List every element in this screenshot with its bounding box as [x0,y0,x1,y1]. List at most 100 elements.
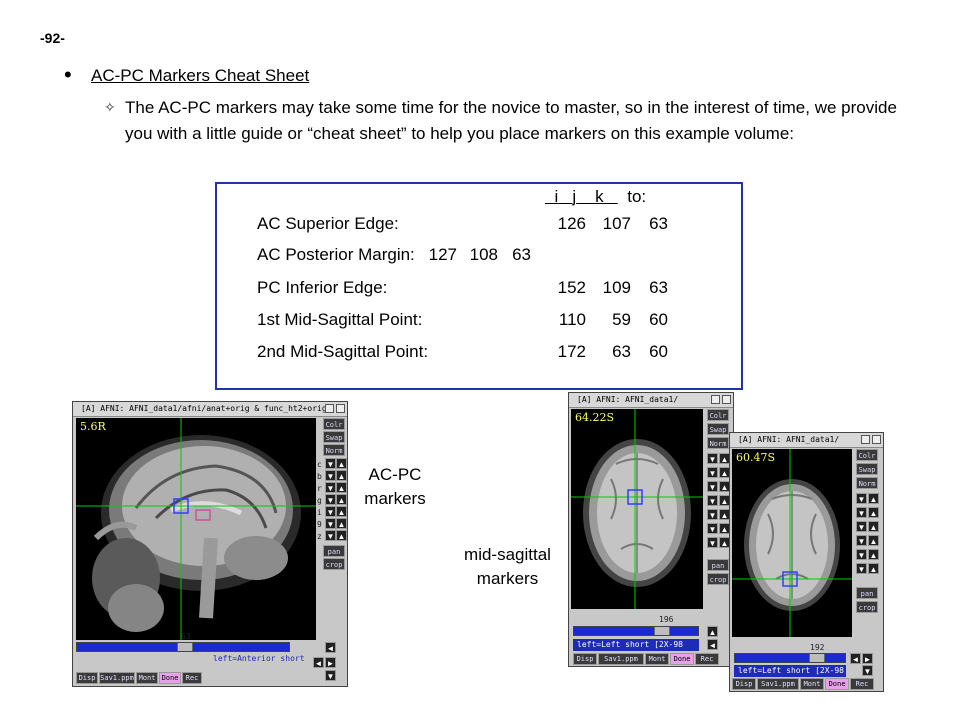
arrow-up-icon[interactable]: ▲ [336,458,347,469]
close-icon[interactable] [872,435,881,444]
arrow-up-icon[interactable]: ▲ [868,563,879,574]
marker-label: 2nd Mid-Sagittal Point: [257,342,429,361]
arrow-down-icon[interactable]: ▼ [325,470,336,481]
close-icon[interactable] [336,404,345,413]
sagittal-image-viewer[interactable]: 5.6R [76,418,316,640]
arrow-up-icon[interactable]: ▲ [868,521,879,532]
arrow-down-icon[interactable]: ▼ [325,506,336,517]
close-icon[interactable] [722,395,731,404]
slider-thumb[interactable] [809,654,825,662]
crop-button[interactable]: crop [323,558,345,570]
arrow-down-icon[interactable]: ▼ [325,494,336,505]
crop-button[interactable]: crop [707,573,729,585]
rec-button[interactable]: Rec [182,672,202,684]
axial-image-viewer-1[interactable]: 64.22S [571,409,703,609]
arrow-down-icon[interactable]: ▼ [325,518,336,529]
arrow-down-icon[interactable]: ▼ [707,467,718,478]
crop-button[interactable]: crop [856,601,878,613]
arrow-right-icon[interactable]: ► [325,657,336,668]
axial-brain-image-2 [732,449,852,637]
arrow-down-icon[interactable]: ▼ [707,537,718,548]
colr-button[interactable]: Colr [856,449,878,461]
pan-button[interactable]: pan [707,559,729,571]
arrow-up-icon[interactable]: ▲ [336,518,347,529]
norm-button[interactable]: Norm [707,437,729,449]
instruction-paragraph: The AC-PC markers may take some time for… [125,98,897,143]
pan-button[interactable]: pan [856,587,878,599]
arrow-down-icon[interactable]: ▼ [325,530,336,541]
arrow-down-icon[interactable]: ▼ [707,509,718,520]
swap-button[interactable]: Swap [323,431,345,443]
arrow-down-icon[interactable]: ▼ [856,507,867,518]
minimize-icon[interactable] [325,404,334,413]
slice-slider[interactable] [573,626,699,636]
mont-button[interactable]: Mont [800,678,824,690]
mont-button[interactable]: Mont [136,672,158,684]
marker-i: 110 [558,310,586,329]
marker-k: 63 [649,214,668,233]
colr-button[interactable]: Colr [707,409,729,421]
coordinate-readout: 5.6R [80,420,106,433]
arrow-right-icon[interactable]: ► [862,653,873,664]
arrow-down-icon[interactable]: ▼ [325,482,336,493]
disp-button[interactable]: Disp [573,653,597,665]
arrow-up-icon[interactable]: ▲ [868,549,879,560]
arrow-down-icon[interactable]: ▼ [856,493,867,504]
arrow-down-icon[interactable]: ▼ [707,495,718,506]
arrow-down-icon[interactable]: ▼ [856,535,867,546]
col-j: j [572,187,577,206]
marker-i: 127 [428,245,457,264]
arrow-up-icon[interactable]: ▲ [336,482,347,493]
disp-button[interactable]: Disp [732,678,756,690]
marker-j: 59 [612,310,631,329]
arrow-up-icon[interactable]: ▲ [868,535,879,546]
slice-slider[interactable] [734,653,846,663]
arrow-down-icon[interactable]: ▼ [325,670,336,681]
slider-thumb[interactable] [177,643,193,651]
save-button[interactable]: Sav1.ppm [598,653,644,665]
bullet-icon: • [64,62,72,87]
arrow-down-icon[interactable]: ▼ [325,458,336,469]
arrow-up-icon[interactable]: ▲ [868,507,879,518]
swap-button[interactable]: Swap [707,423,729,435]
arrow-down-icon[interactable]: ▼ [707,453,718,464]
disp-button[interactable]: Disp [76,672,98,684]
done-button[interactable]: Done [159,672,181,684]
arrow-up-icon[interactable]: ▲ [336,494,347,505]
arrow-down-icon[interactable]: ▼ [862,665,873,676]
rec-button[interactable]: Rec [850,678,874,690]
rec-button[interactable]: Rec [695,653,719,665]
pan-button[interactable]: pan [323,545,345,557]
arrow-up-icon[interactable]: ▲ [707,626,718,637]
minimize-icon[interactable] [711,395,720,404]
arrow-left-icon[interactable]: ◄ [850,653,861,664]
colr-button[interactable]: Colr [323,418,345,430]
arrow-left-icon[interactable]: ◄ [313,657,324,668]
minimize-icon[interactable] [861,435,870,444]
slider-thumb[interactable] [654,627,670,635]
col-k: k [595,187,604,206]
save-button[interactable]: Sav1.ppm [757,678,799,690]
arrow-left-icon[interactable]: ◄ [325,642,336,653]
arrow-up-icon[interactable]: ▲ [336,506,347,517]
arrow-down-icon[interactable]: ▼ [707,481,718,492]
arrow-down-icon[interactable]: ▼ [856,521,867,532]
arrow-left-icon[interactable]: ◄ [707,639,718,650]
swap-button[interactable]: Swap [856,463,878,475]
arrow-up-icon[interactable]: ▲ [336,470,347,481]
norm-button[interactable]: Norm [856,477,878,489]
arrow-up-icon[interactable]: ▲ [868,493,879,504]
axial-image-viewer-2[interactable]: 60.47S [732,449,852,637]
arrow-up-icon[interactable]: ▲ [336,530,347,541]
arrow-down-icon[interactable]: ▼ [707,523,718,534]
afni-axial-window-2: [A] AFNI: AFNI_data1/ 60.47S Colr Swap N… [729,432,884,692]
slice-slider[interactable] [76,642,290,652]
arrow-down-icon[interactable]: ▼ [856,563,867,574]
done-button[interactable]: Done [670,653,694,665]
arrow-down-icon[interactable]: ▼ [856,549,867,560]
norm-button[interactable]: Norm [323,444,345,456]
mont-button[interactable]: Mont [645,653,669,665]
done-button[interactable]: Done [825,678,849,690]
marker-label: AC Posterior Margin: [257,245,415,264]
save-button[interactable]: Sav1.ppm [99,672,135,684]
